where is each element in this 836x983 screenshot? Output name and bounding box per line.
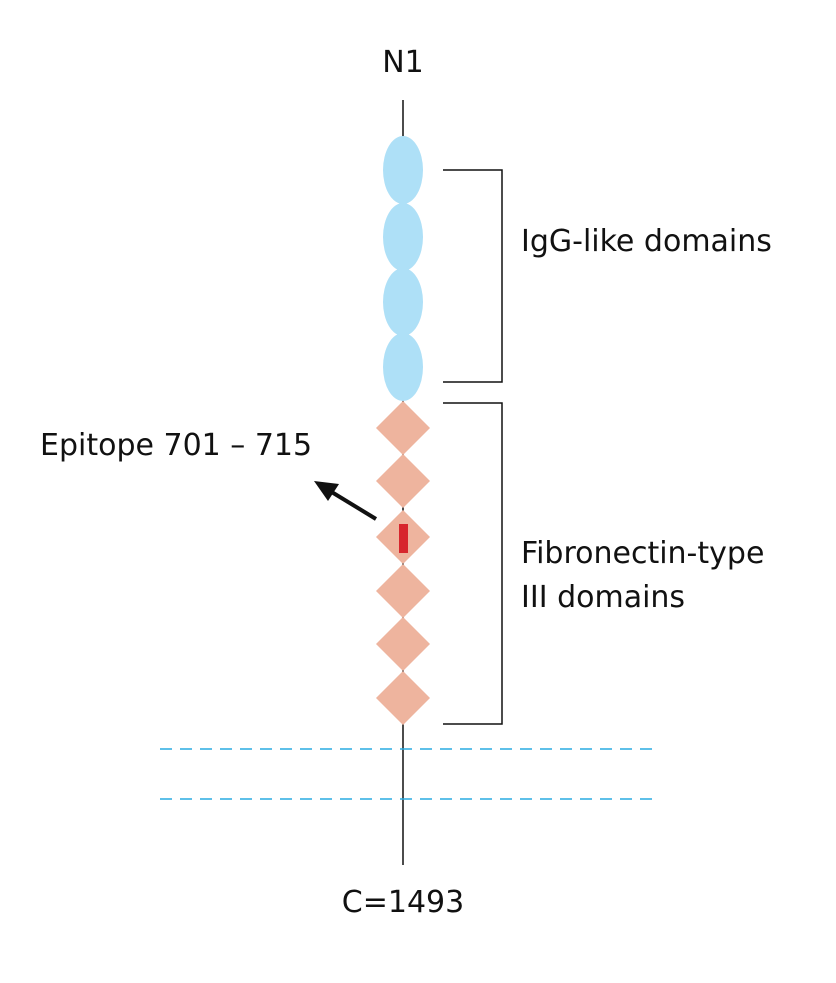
igg-domain (383, 136, 423, 204)
arrow-head-icon (314, 481, 339, 501)
igg-bracket (443, 169, 503, 383)
fn3-domain (376, 617, 430, 671)
fn3-domain (376, 564, 430, 618)
igg-domain (383, 268, 423, 336)
fn3-label-line1: Fibronectin-type (521, 536, 764, 571)
fn3-domain (376, 671, 430, 725)
n-terminus-label: N1 (382, 45, 424, 80)
fn3-domain (376, 401, 430, 455)
igg-domain (383, 333, 423, 401)
igg-label: IgG-like domains (521, 224, 772, 259)
fn3-domain (376, 454, 430, 508)
igg-domain (383, 203, 423, 271)
fn3-bracket (443, 402, 503, 725)
epitope-marker (399, 524, 408, 553)
epitope-arrow (328, 489, 378, 521)
epitope-label: Epitope 701 – 715 (40, 428, 312, 463)
c-terminus-label: C=1493 (342, 885, 464, 920)
fn3-label-line2: III domains (521, 580, 685, 615)
